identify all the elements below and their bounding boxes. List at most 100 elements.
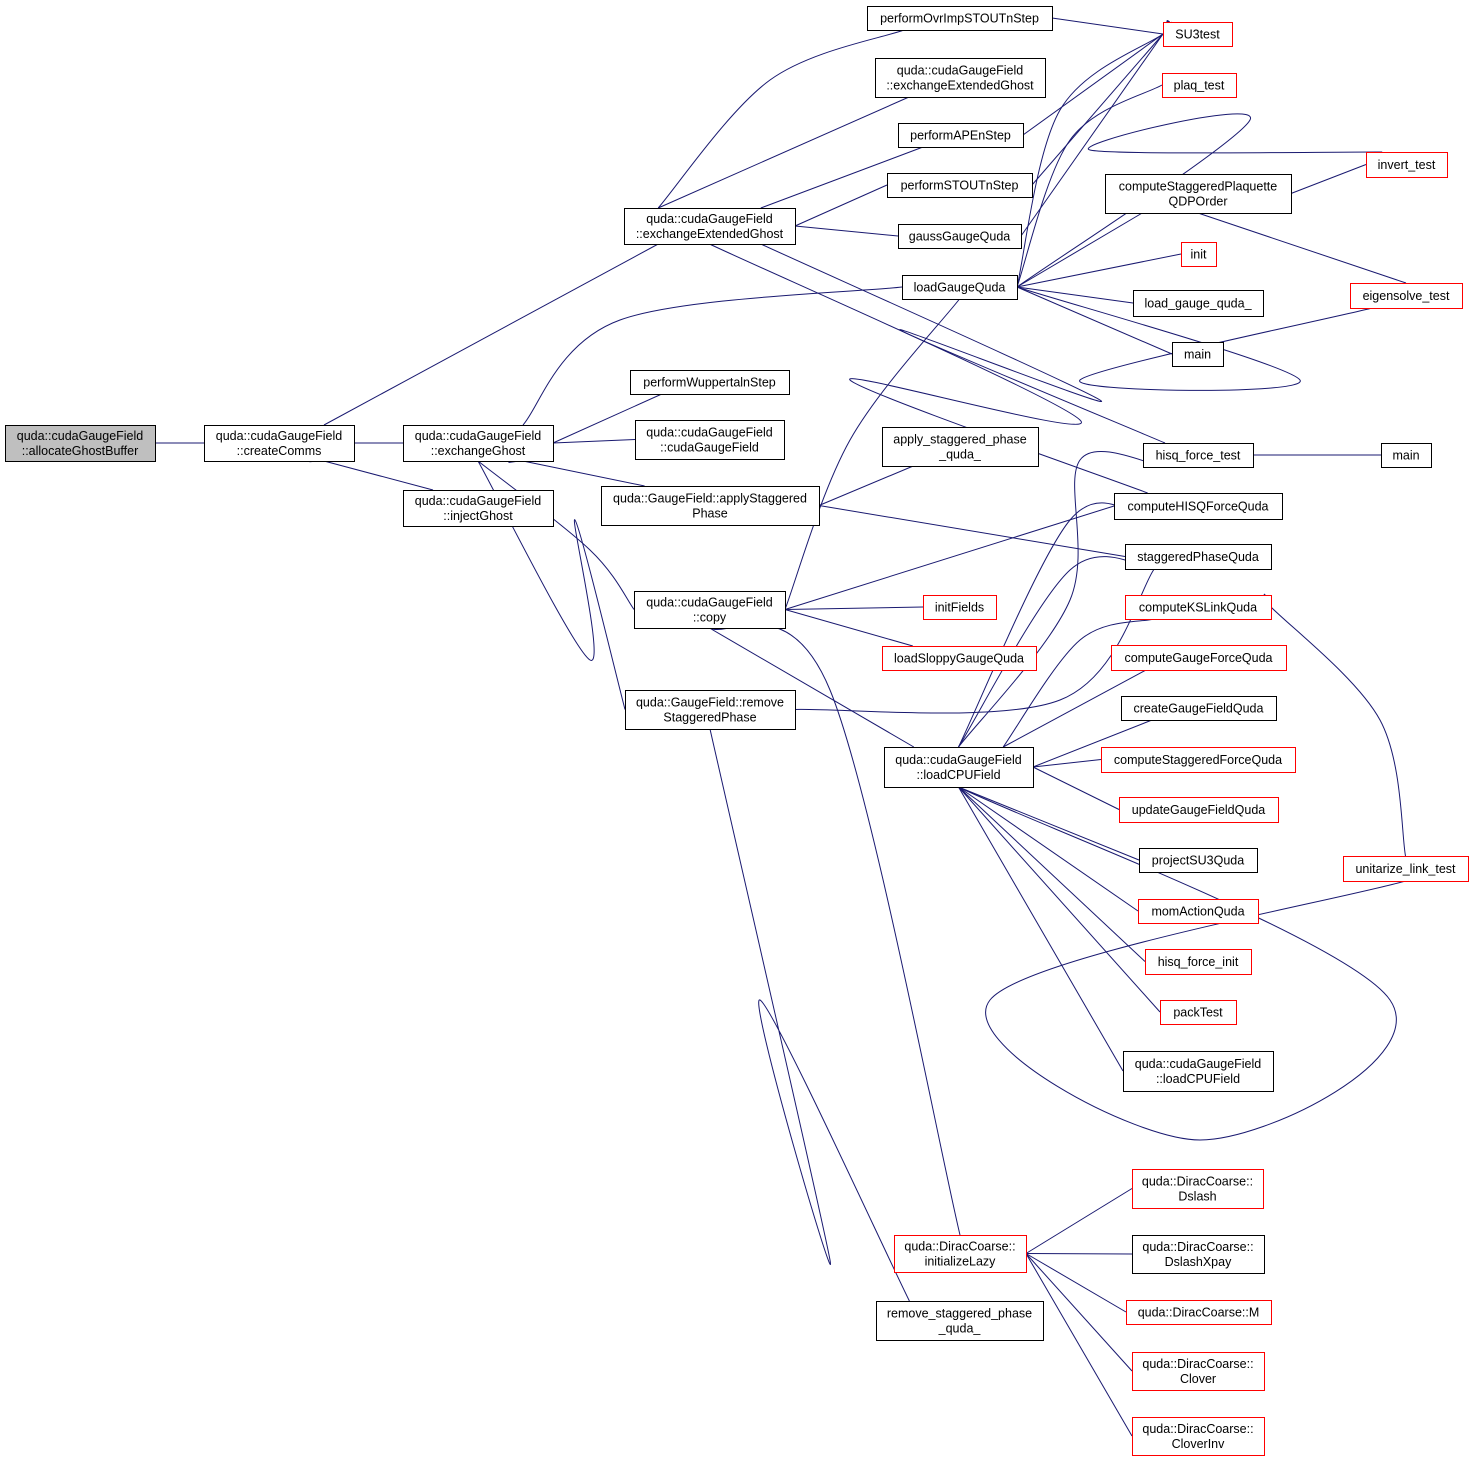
node-performWuppertalnStep[interactable]: performWuppertalnStep (630, 370, 790, 395)
node-box[interactable] (884, 747, 1034, 788)
node-performAPEnStep[interactable]: performAPEnStep (898, 123, 1024, 148)
node-box[interactable] (403, 425, 554, 462)
node-Clover[interactable]: quda::DiracCoarse::Clover (1132, 1352, 1265, 1391)
node-box[interactable] (1160, 1000, 1237, 1025)
node-initFields[interactable]: initFields (923, 595, 997, 620)
node-box[interactable] (1162, 73, 1237, 98)
node-box[interactable] (898, 123, 1024, 148)
node-box[interactable] (1114, 493, 1283, 520)
node-box[interactable] (403, 490, 554, 527)
node-computeHISQForceQuda[interactable]: computeHISQForceQuda (1114, 493, 1283, 520)
node-DiracCoarseM[interactable]: quda::DiracCoarse::M (1126, 1300, 1272, 1325)
node-hisq_force_init[interactable]: hisq_force_init (1145, 949, 1252, 975)
node-box[interactable] (1172, 342, 1224, 367)
node-box[interactable] (1145, 949, 1252, 975)
node-computeGaugeForceQuda[interactable]: computeGaugeForceQuda (1111, 645, 1287, 671)
node-projectSU3Quda[interactable]: projectSU3Quda (1139, 848, 1258, 873)
node-box[interactable] (882, 646, 1037, 671)
node-eigensolve_test[interactable]: eigensolve_test (1350, 283, 1463, 309)
node-unitarize_link_test[interactable]: unitarize_link_test (1343, 856, 1469, 882)
node-box[interactable] (634, 591, 786, 629)
node-box[interactable] (1366, 152, 1448, 178)
node-staggeredPhaseQuda[interactable]: staggeredPhaseQuda (1125, 544, 1272, 570)
node-CloverInv[interactable]: quda::DiracCoarse::CloverInv (1132, 1417, 1265, 1456)
node-box[interactable] (902, 275, 1018, 300)
node-gaussGaugeQuda[interactable]: gaussGaugeQuda (898, 224, 1022, 249)
node-DslashXpay[interactable]: quda::DiracCoarse::DslashXpay (1132, 1235, 1265, 1274)
node-init[interactable]: init (1181, 242, 1217, 267)
node-box[interactable] (1133, 290, 1264, 317)
node-box[interactable] (5, 425, 156, 462)
node-box[interactable] (1111, 645, 1287, 671)
node-plaq_test[interactable]: plaq_test (1162, 73, 1237, 98)
node-copy[interactable]: quda::cudaGaugeField::copy (634, 591, 786, 629)
node-box[interactable] (630, 370, 790, 395)
node-box[interactable] (1163, 22, 1233, 47)
node-box[interactable] (882, 427, 1039, 467)
node-box[interactable] (875, 58, 1046, 98)
node-main2[interactable]: main (1381, 443, 1432, 468)
node-box[interactable] (1343, 856, 1469, 882)
node-box[interactable] (876, 1301, 1044, 1341)
node-loadSloppyGaugeQuda[interactable]: loadSloppyGaugeQuda (882, 646, 1037, 671)
node-box[interactable] (1126, 1300, 1272, 1325)
node-loadGaugeQuda[interactable]: loadGaugeQuda (902, 275, 1018, 300)
node-exchangeExtendedGhost2[interactable]: quda::cudaGaugeField::exchangeExtendedGh… (875, 58, 1046, 98)
node-cudaGaugeFieldCtor[interactable]: quda::cudaGaugeField::cudaGaugeField (635, 420, 785, 460)
node-box[interactable] (887, 173, 1033, 198)
node-box[interactable] (1101, 747, 1296, 773)
node-computeStaggeredForceQuda[interactable]: computeStaggeredForceQuda (1101, 747, 1296, 773)
node-box[interactable] (625, 690, 796, 730)
node-box[interactable] (923, 595, 997, 620)
node-loadCPUField2[interactable]: quda::cudaGaugeField::loadCPUField (1123, 1051, 1274, 1092)
node-load_gauge_quda_[interactable]: load_gauge_quda_ (1133, 290, 1264, 317)
node-performSTOUTnStep[interactable]: performSTOUTnStep (887, 173, 1033, 198)
node-apply_staggered_phase_quda[interactable]: apply_staggered_phase_quda_ (882, 427, 1039, 467)
node-box[interactable] (1105, 174, 1292, 214)
node-box[interactable] (204, 425, 355, 462)
node-box[interactable] (635, 420, 785, 460)
node-loadCPUField[interactable]: quda::cudaGaugeField::loadCPUField (884, 747, 1034, 788)
node-box[interactable] (1123, 1051, 1274, 1092)
node-box[interactable] (1132, 1417, 1265, 1456)
node-hisq_force_test[interactable]: hisq_force_test (1143, 443, 1254, 468)
node-main1[interactable]: main (1172, 342, 1224, 367)
node-initializeLazy[interactable]: quda::DiracCoarse::initializeLazy (894, 1235, 1027, 1273)
node-box[interactable] (1121, 696, 1277, 721)
node-box[interactable] (1125, 595, 1272, 620)
node-SU3test[interactable]: SU3test (1163, 22, 1233, 47)
node-packTest[interactable]: packTest (1160, 1000, 1237, 1025)
node-box[interactable] (1350, 283, 1463, 309)
node-box[interactable] (1132, 1352, 1265, 1391)
node-injectGhost[interactable]: quda::cudaGaugeField::injectGhost (403, 490, 554, 527)
node-box[interactable] (1132, 1169, 1264, 1209)
node-allocateGhostBuffer[interactable]: quda::cudaGaugeField::allocateGhostBuffe… (5, 425, 156, 462)
node-performOvrImpSTOUTnStep[interactable]: performOvrImpSTOUTnStep (867, 6, 1053, 31)
node-box[interactable] (601, 486, 820, 526)
node-box[interactable] (1119, 797, 1279, 823)
node-momActionQuda[interactable]: momActionQuda (1138, 899, 1259, 924)
node-invert_test[interactable]: invert_test (1366, 152, 1448, 178)
node-Dslash[interactable]: quda::DiracCoarse::Dslash (1132, 1169, 1264, 1209)
node-createGaugeFieldQuda[interactable]: createGaugeFieldQuda (1121, 696, 1277, 721)
node-box[interactable] (1139, 848, 1258, 873)
node-box[interactable] (1381, 443, 1432, 468)
node-createComms[interactable]: quda::cudaGaugeField::createComms (204, 425, 355, 462)
node-remove_staggered_phase_quda[interactable]: remove_staggered_phase_quda_ (876, 1301, 1044, 1341)
node-box[interactable] (1132, 1235, 1265, 1274)
node-box[interactable] (1143, 443, 1254, 468)
node-updateGaugeFieldQuda[interactable]: updateGaugeFieldQuda (1119, 797, 1279, 823)
node-box[interactable] (1125, 544, 1272, 570)
node-box[interactable] (1181, 242, 1217, 267)
node-box[interactable] (624, 208, 796, 245)
node-exchangeGhost[interactable]: quda::cudaGaugeField::exchangeGhost (403, 425, 554, 462)
node-box[interactable] (898, 224, 1022, 249)
node-box[interactable] (867, 6, 1053, 31)
node-box[interactable] (894, 1235, 1027, 1273)
node-computeKSLinkQuda[interactable]: computeKSLinkQuda (1125, 595, 1272, 620)
node-box[interactable] (1138, 899, 1259, 924)
node-exchangeExtendedGhost[interactable]: quda::cudaGaugeField::exchangeExtendedGh… (624, 208, 796, 245)
